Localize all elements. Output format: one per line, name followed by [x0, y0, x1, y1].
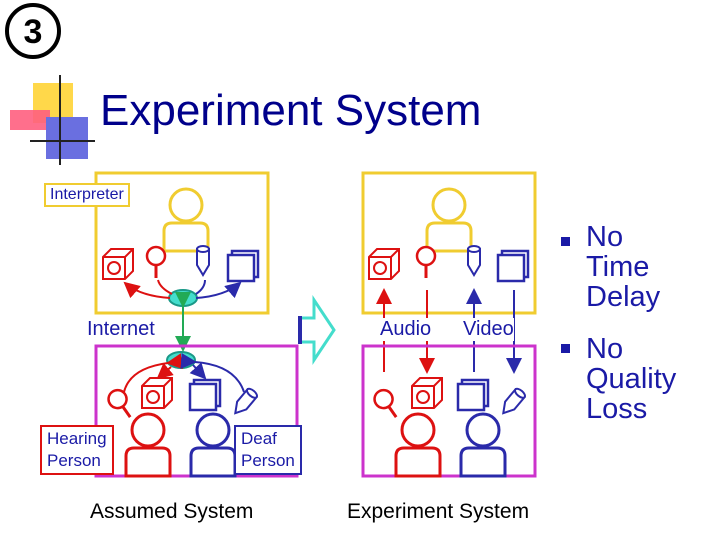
interpreter-label: Interpreter [44, 183, 130, 207]
interpreter-box-right [361, 171, 537, 315]
monitor-icon [226, 249, 260, 283]
mic-icon [103, 385, 140, 424]
title-decoration [10, 75, 95, 165]
slide-number-badge: 3 [5, 3, 61, 59]
network-node-top [168, 289, 198, 307]
bullet-marker [561, 344, 570, 353]
bullet-no-time-delay: No Time Delay [586, 221, 661, 313]
speaker-icon [497, 386, 528, 419]
mic-icon [145, 245, 167, 280]
speaker-icon [229, 386, 260, 419]
bullet-no-quality-loss: No Quality Loss [586, 333, 677, 425]
diagram [94, 171, 537, 478]
camera-icon [141, 377, 173, 409]
transition-arrow [298, 295, 336, 365]
mic-icon [415, 245, 437, 280]
camera-icon [368, 248, 400, 280]
mic-icon [369, 385, 406, 424]
monitor-icon [456, 378, 490, 412]
camera-icon [102, 248, 134, 280]
interpreter-person-icon [162, 187, 210, 253]
hearing-person-label: Hearing Person [40, 425, 114, 475]
video-label: Video [463, 318, 514, 341]
svg-text:3: 3 [24, 13, 43, 51]
experiment-system-caption: Experiment System [347, 500, 530, 523]
monitor-icon [188, 378, 222, 412]
user-box-right [361, 344, 537, 478]
speaker-icon [196, 245, 210, 276]
hearing-person-icon [124, 412, 172, 478]
audio-label: Audio [380, 318, 432, 341]
speaker-icon [467, 245, 481, 276]
camera-icon [411, 377, 443, 409]
hearing-person-icon [394, 412, 442, 478]
deaf-person-icon [189, 412, 237, 478]
deaf-person-label: Deaf Person [234, 425, 302, 475]
monitor-icon [496, 249, 530, 283]
deaf-person-icon [459, 412, 507, 478]
assumed-system-caption: Assumed System [90, 500, 254, 523]
bullet-marker [561, 237, 570, 246]
network-node-bottom [166, 351, 196, 369]
internet-label: Internet [87, 318, 155, 340]
slide-title: Experiment System [100, 86, 482, 135]
interpreter-person-icon [425, 187, 473, 253]
